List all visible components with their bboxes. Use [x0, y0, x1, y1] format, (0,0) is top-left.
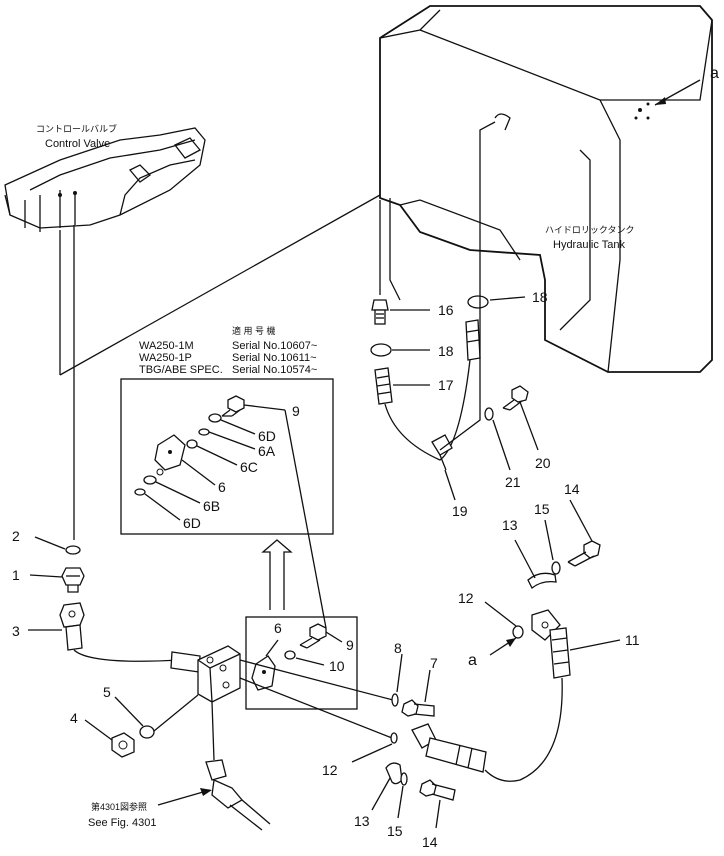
callout-12-right: 12: [458, 590, 474, 606]
part-14-bolt-bottom: [419, 779, 456, 801]
callout-6: 6: [274, 620, 282, 636]
part-7-bolt: [401, 699, 435, 717]
callout-18-top: 18: [532, 289, 548, 305]
view-a-label-top: a: [710, 65, 719, 82]
part-16-fitting: [371, 299, 389, 325]
part-12-oring-right: [512, 625, 524, 639]
callout-21: 21: [505, 474, 521, 490]
detail-up-arrow: [261, 539, 293, 610]
see-fig-label-en: See Fig. 4301: [88, 817, 157, 829]
inset-detail-box: [120, 378, 334, 535]
callout-14-bottom: 14: [422, 834, 438, 850]
callout-7: 7: [430, 655, 438, 671]
part-21-washer: [484, 407, 494, 421]
manifold-down-line: [211, 701, 215, 761]
part-8-oring: [391, 693, 399, 707]
callout-5: 5: [103, 684, 111, 700]
callout-15-right: 15: [534, 501, 550, 517]
callout-3: 3: [12, 623, 20, 639]
callout-13-bottom: 13: [354, 813, 370, 829]
elbow-fitting: [205, 759, 271, 831]
callout-inset-6B: 6B: [203, 498, 220, 514]
serial-number-2: Serial No.10611~: [232, 352, 317, 364]
serial-number-3: Serial No.10574~: [232, 364, 317, 376]
part-3-hose: [59, 602, 201, 673]
callout-10: 10: [329, 658, 345, 674]
callout-16: 16: [438, 302, 454, 318]
callout-2: 2: [12, 528, 20, 544]
callout-20: 20: [535, 455, 551, 471]
lower-detail-box: [245, 616, 358, 710]
serial-table-header: 適 用 号 機: [232, 325, 276, 336]
serial-number-1: Serial No.10607~: [232, 340, 317, 352]
part-5-oring: [139, 725, 155, 739]
lower-bolt-part-9: [299, 623, 327, 649]
callout-13-right: 13: [502, 517, 518, 533]
hydraulic-tank: [379, 5, 713, 373]
reference-line-valve-tank: [59, 194, 381, 376]
serial-model-2: WA250-1P: [139, 352, 192, 364]
hydraulic-tank-label-en: Hydraulic Tank: [553, 239, 625, 251]
see-fig-label-jp: 第4301図参照: [91, 801, 147, 812]
part-20-bolt: [502, 385, 529, 411]
callout-1: 1: [12, 567, 20, 583]
callout-inset-6A: 6A: [258, 443, 276, 459]
view-a-arrowhead-left: [506, 638, 516, 647]
callout-15-bottom: 15: [387, 823, 403, 839]
part-11-hose: [484, 609, 571, 782]
callout-4: 4: [70, 710, 78, 726]
part-15-washer-bottom: [400, 772, 408, 786]
callout-inset-6D-top: 6D: [258, 428, 276, 444]
callout-inset-6: 6: [218, 479, 226, 495]
callout-14-right: 14: [564, 481, 580, 497]
callout-19: 19: [452, 503, 468, 519]
serial-model-1: WA250-1M: [139, 340, 194, 352]
view-a-label-left: a: [468, 652, 477, 669]
callout-9-small: 9: [346, 637, 354, 653]
callout-18-mid: 18: [438, 343, 454, 359]
control-valve-label-jp: コントロールバルブ: [36, 123, 117, 134]
callout-11: 11: [625, 632, 640, 648]
inset-parts: [134, 395, 245, 496]
part-1-fitting: [61, 567, 85, 593]
callout-inset-6D-bottom: 6D: [183, 515, 201, 531]
part-18-clamp-top: [467, 295, 489, 309]
callout-17: 17: [438, 377, 454, 393]
part-14-bolt-right: [567, 540, 601, 567]
lower-bracket-part-6: [251, 655, 276, 691]
part-2-oring: [65, 545, 81, 555]
manifold-block: [197, 645, 241, 703]
callout-inset-6C: 6C: [240, 459, 258, 475]
part-17-hose: [374, 319, 481, 461]
serial-model-3: TBG/ABE SPEC.: [139, 364, 223, 376]
callout-12-bottom: 12: [322, 762, 338, 778]
view-a-arrowhead-top: [655, 97, 666, 105]
part-12-oring-bottom: [390, 732, 398, 744]
callout-inset-9: 9: [292, 403, 300, 419]
lower-washer-part-10: [284, 650, 296, 660]
callout-8: 8: [394, 640, 402, 656]
part-19-bracket: [431, 434, 453, 471]
control-valve-label-en: Control Valve: [45, 138, 110, 150]
part-15-washer-right: [551, 561, 561, 575]
lower-hose-end: [411, 723, 487, 773]
part-18-clamp-mid: [370, 343, 392, 357]
part-4-plug: [111, 732, 135, 758]
part-13-clamp-right: [527, 572, 557, 590]
hydraulic-tank-label-jp: ハイドロリックタンク: [545, 225, 634, 235]
control-valve: [4, 127, 206, 232]
